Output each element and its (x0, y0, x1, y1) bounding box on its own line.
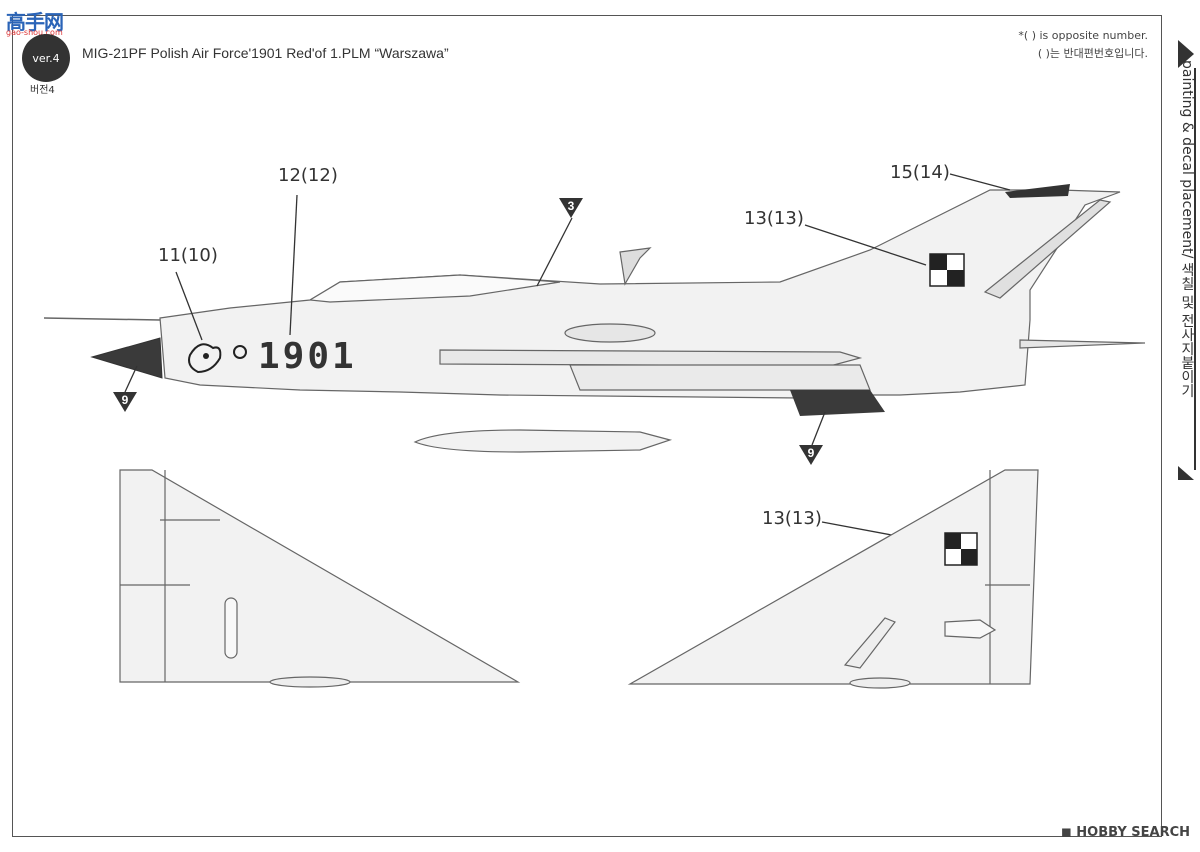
page-frame (12, 15, 1162, 837)
leader-line-13a (804, 224, 927, 266)
hobby-search-watermark: ◼ HOBBY SEARCH (1061, 825, 1190, 840)
polish-checkerboard-tail (929, 253, 965, 287)
left-wing-plan (119, 469, 521, 688)
squadron-dot (233, 345, 247, 359)
callout-13-wing: 13(13) (762, 508, 822, 529)
callout-13-side: 13(13) (744, 208, 804, 229)
callout-12: 12(12) (278, 165, 338, 186)
leader-line-12 (289, 194, 298, 336)
hobby-search-icon: ◼ (1060, 825, 1077, 840)
hobby-search-text: HOBBY SEARCH (1076, 825, 1190, 840)
paint-marker-9-nose-label: 9 (121, 393, 129, 407)
leader-line-9b (811, 411, 826, 446)
drop-tank (413, 429, 673, 453)
leader-line-15 (949, 173, 1011, 191)
section-side-tab: painting & decal placement/ 색칠 및 전사지붙이기 (1174, 40, 1198, 480)
paint-marker-9-nose-icon (113, 392, 137, 412)
version-badge: ver.4 (22, 34, 70, 82)
logo-main-text: 高手网 (6, 10, 64, 34)
side-tab-marker-icon (1178, 40, 1196, 480)
paint-marker-9-fin-icon (799, 445, 823, 465)
leader-line-3 (536, 217, 573, 287)
leader-line-9a (124, 365, 138, 393)
opposite-number-note-ko: ( )는 반대편번호입니다. (1037, 47, 1148, 60)
leader-line-11 (175, 271, 203, 341)
tail-number-1901: 1901 (258, 336, 357, 377)
polish-checkerboard-wing (944, 532, 978, 566)
tail-tip-dark (1005, 184, 1070, 198)
page-title: MIG-21PF Polish Air Force'1901 Red'of 1.… (82, 45, 449, 61)
opposite-number-note-en: *( ) is opposite number. (1018, 29, 1148, 42)
logo-sub-text: gao-shou.com (6, 28, 63, 37)
nose-cone (90, 337, 163, 379)
side-tab-label: painting & decal placement/ 색칠 및 전사지붙이기 (1179, 60, 1195, 398)
fuselage-side-view (159, 189, 1146, 399)
callout-11: 11(10) (158, 245, 218, 266)
paint-marker-3-icon (559, 198, 583, 218)
warszawa-emblem (188, 343, 222, 374)
callout-15: 15(14) (890, 162, 950, 183)
paint-marker-9-fin-label: 9 (807, 446, 815, 460)
paint-marker-3-label: 3 (567, 199, 575, 213)
site-logo: 高手网 gao-shou.com (6, 6, 70, 38)
ventral-fin (790, 390, 885, 416)
right-wing-plan (627, 469, 1039, 689)
pitot-probe (43, 317, 161, 321)
version-korean-label: 버전4 (30, 85, 55, 96)
